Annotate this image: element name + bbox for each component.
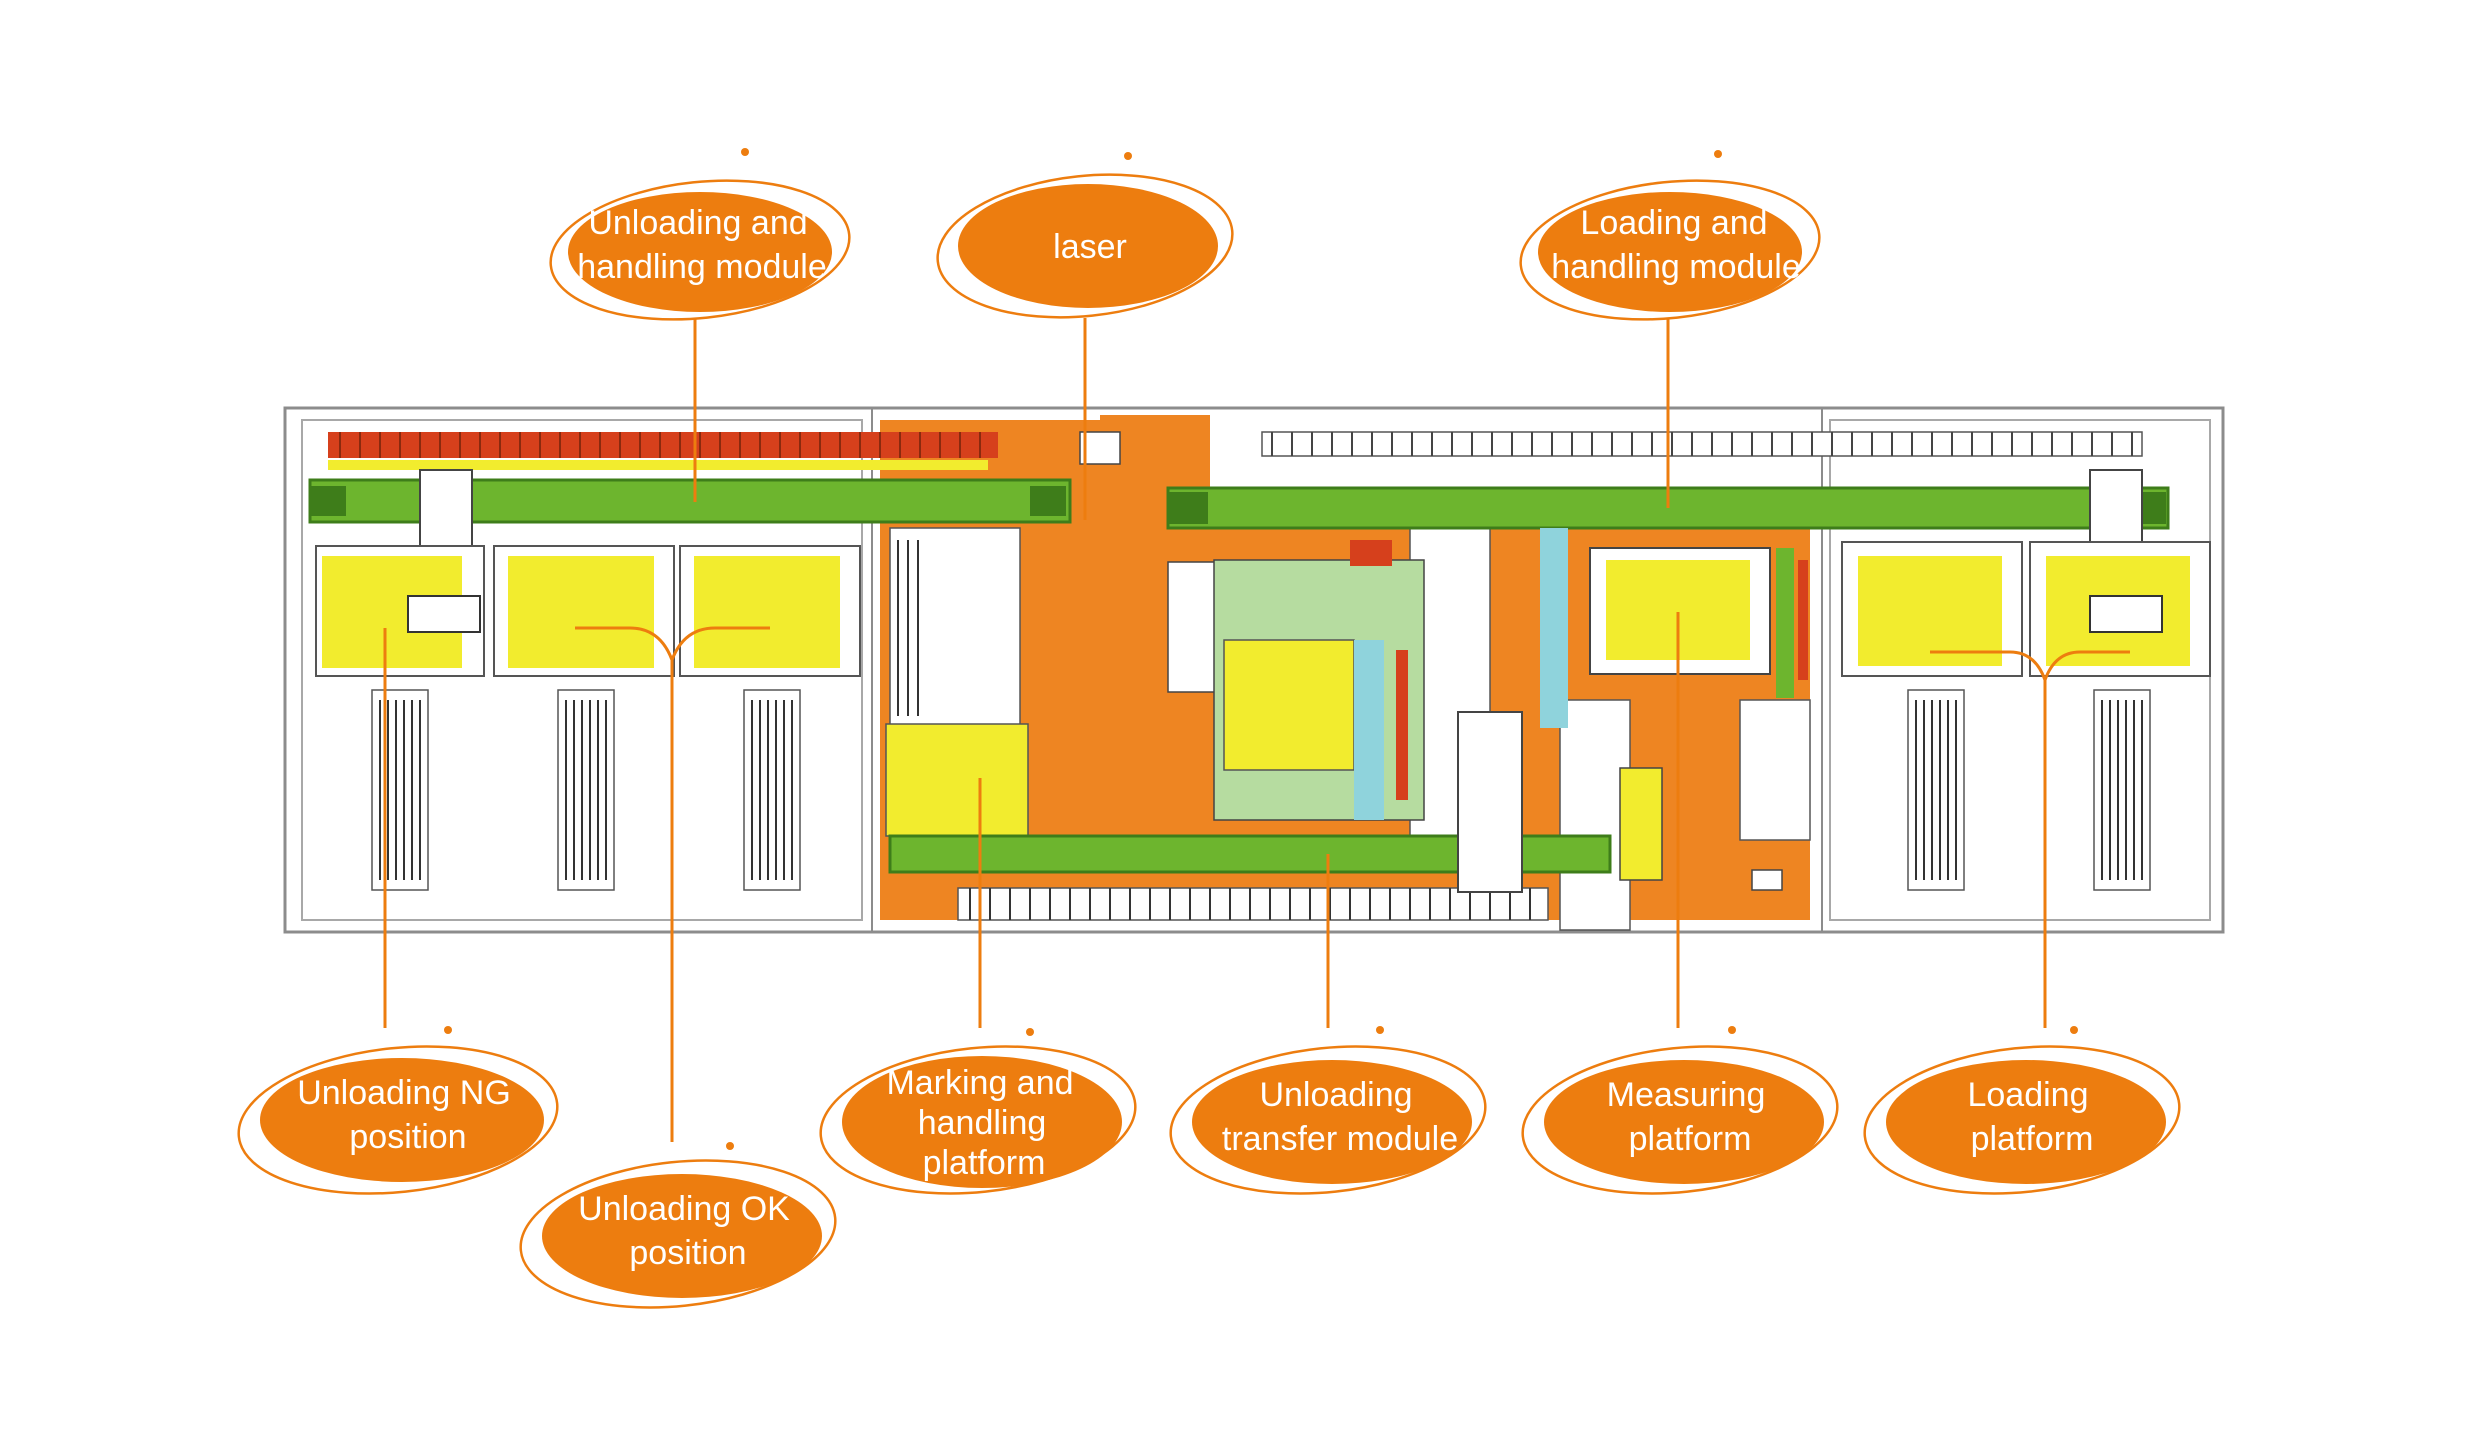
callout-label-loading-handling-module-2: handling module (1551, 248, 1801, 286)
callout-label-unloading-ng-position-2: position (349, 1118, 466, 1156)
callout-label-unloading-ok-position-2: position (629, 1234, 746, 1272)
callouts: Unloading and handling module laser Load… (237, 148, 2181, 1309)
callout-label-marking-handling-platform-2: handling (918, 1104, 1047, 1142)
callout-label-marking-handling-platform-1: Marking and (886, 1064, 1073, 1102)
marking-platform-drawing (885, 527, 1029, 837)
center-processing-cell (1167, 540, 1425, 821)
callout-unloading-ok-position: Unloading OK position (519, 1142, 837, 1309)
top-rails (328, 431, 2143, 470)
callout-marking-handling-platform: Marking and handling platform (819, 1028, 1137, 1195)
callout-label-loading-handling-module-1: Loading and (1580, 204, 1767, 242)
leader-unloading-ok-position (575, 626, 770, 1142)
unloading-transfer-rail (888, 711, 1612, 921)
callout-label-unloading-handling-module-1: Unloading and (588, 204, 807, 242)
callout-unloading-handling-module: Unloading and handling module (549, 148, 851, 321)
callout-label-unloading-ng-position-1: Unloading NG (297, 1074, 511, 1112)
callout-measuring-platform: Measuring platform (1521, 1026, 1839, 1195)
callout-loading-handling-module: Loading and handling module (1519, 150, 1821, 321)
callout-label-unloading-transfer-module-1: Unloading (1259, 1076, 1412, 1114)
callout-unloading-transfer-module: Unloading transfer module (1169, 1026, 1487, 1195)
callout-label-unloading-transfer-module-2: transfer module (1222, 1120, 1458, 1158)
callout-label-loading-platform-2: platform (1971, 1120, 2094, 1158)
callout-label-measuring-platform-1: Measuring (1607, 1076, 1766, 1114)
callout-unloading-ng-position: Unloading NG position (237, 1026, 559, 1195)
callout-label-marking-handling-platform-3: platform (923, 1144, 1046, 1182)
machine-top-view (283, 406, 2225, 934)
callout-loading-platform: Loading platform (1863, 1026, 2181, 1195)
callout-laser: laser (936, 152, 1234, 319)
measuring-platform-drawing (1540, 528, 1808, 881)
callout-label-laser: laser (1053, 228, 1127, 266)
callout-label-unloading-ok-position-1: Unloading OK (578, 1190, 790, 1228)
loading-stations (1841, 541, 2211, 891)
callout-label-measuring-platform-2: platform (1629, 1120, 1752, 1158)
unloading-stations (315, 545, 861, 891)
callout-label-unloading-handling-module-2: handling module (577, 248, 827, 286)
leader-lines (383, 318, 2130, 1142)
leader-loading-platform (1930, 650, 2130, 1028)
callout-label-loading-platform-1: Loading (1967, 1076, 2088, 1114)
